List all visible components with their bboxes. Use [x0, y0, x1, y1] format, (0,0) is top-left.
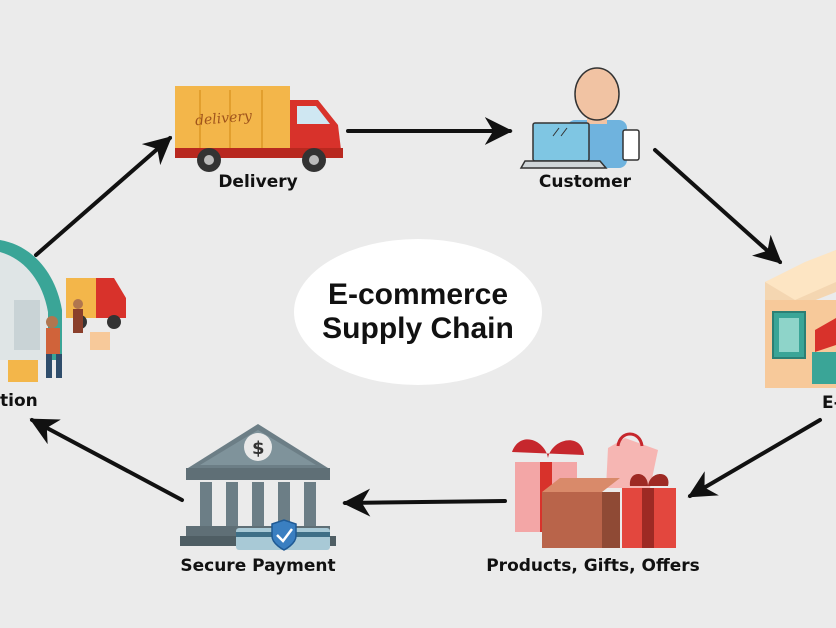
- label-distribution: tion: [0, 391, 38, 411]
- center-title: E-commerce Supply Chain: [322, 278, 514, 346]
- arrow-products-to-payment: [342, 488, 507, 517]
- label-payment: Secure Payment: [180, 556, 336, 576]
- store-icon: [765, 250, 836, 388]
- center-title-line2: Supply Chain: [322, 312, 514, 345]
- label-ecommerce-store: E-: [822, 393, 836, 413]
- bank-icon: $: [180, 424, 336, 551]
- arrow-distribution-to-delivery: [34, 136, 173, 257]
- truck-logo-text: delivery: [194, 108, 253, 129]
- arrow-customer-to-store: [653, 148, 783, 264]
- center-title-line1: E-commerce: [327, 278, 509, 311]
- warehouse-icon: [0, 240, 126, 382]
- arrow-payment-to-distribution: [29, 418, 184, 502]
- label-delivery: Delivery: [218, 172, 298, 192]
- label-customer: Customer: [538, 172, 632, 192]
- arrow-store-to-products: [687, 418, 822, 498]
- delivery-truck-icon: delivery: [175, 86, 343, 172]
- center-bubble: [294, 239, 542, 385]
- svg-text:$: $: [252, 438, 265, 459]
- customer-laptop-icon: [519, 67, 640, 169]
- label-products: Products, Gifts, Offers: [486, 556, 700, 576]
- gift-boxes-icon: [512, 432, 676, 548]
